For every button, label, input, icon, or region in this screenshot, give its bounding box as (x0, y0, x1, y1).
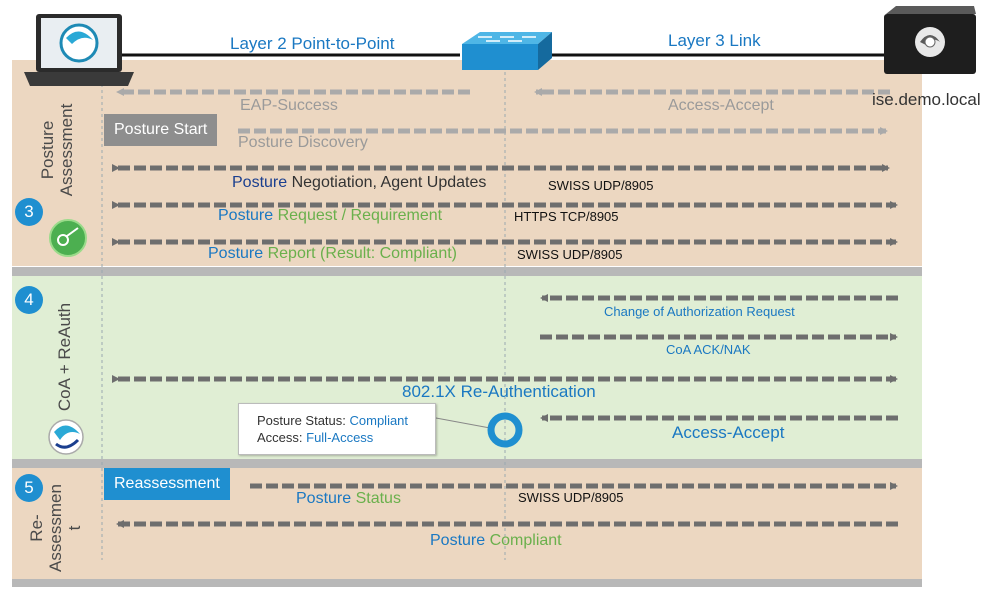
bottom-divider (12, 579, 922, 587)
report-label: Posture Report (Result: Compliant) (208, 245, 457, 262)
posture-start-button[interactable]: Posture Start (104, 114, 218, 146)
coa-request-label: Change of Authorization Request (604, 304, 795, 319)
posture-status-line: Posture Status: Compliant (257, 413, 409, 428)
posture-compliant-label: Posture Compliant (430, 532, 562, 549)
access-line: Access: Full-Access (257, 430, 374, 445)
request-label: Posture Request / Requirement (218, 207, 443, 224)
protocol-label: SWISS UDP/8905 (518, 490, 624, 505)
step-3-badge: 3 (15, 198, 43, 226)
protocol-label: SWISS UDP/8905 (548, 178, 654, 193)
posture-assessment-title: Posture Assessment (38, 103, 76, 197)
anyconnect-icon (48, 419, 84, 455)
laptop-icon (24, 14, 134, 86)
section-divider (12, 459, 922, 468)
layer3-label: Layer 3 Link (668, 31, 761, 50)
posture-status-callout: Posture Status: Compliant Access: Full-A… (238, 403, 436, 455)
step-4-badge: 4 (15, 286, 43, 314)
reauth-label: 802.1X Re-Authentication (402, 382, 596, 401)
protocol-label: SWISS UDP/8905 (517, 247, 623, 262)
layer2-label: Layer 2 Point-to-Point (230, 34, 395, 53)
access-accept-top-label: Access-Accept (668, 97, 774, 114)
reassessment-title: Re- Assessmen t (27, 484, 84, 572)
reassessment-button[interactable]: Reassessment (104, 468, 230, 500)
coa-ack-label: CoA ACK/NAK (666, 342, 751, 357)
server-hostname: ise.demo.local (872, 90, 981, 109)
ise-server-icon (884, 6, 976, 74)
status-connector (435, 417, 491, 429)
eap-success-label: EAP-Success (240, 97, 338, 114)
coa-reauth-title: CoA + ReAuth (55, 302, 74, 412)
session-ring-icon (487, 412, 523, 448)
posture-key-icon (49, 219, 87, 257)
step-5-badge: 5 (15, 474, 43, 502)
switch-icon (462, 32, 552, 70)
coa-reauth-band (12, 276, 922, 459)
posture-status-label: Posture Status (296, 490, 401, 507)
access-accept-mid-label: Access-Accept (672, 423, 785, 442)
posture-discovery-label: Posture Discovery (238, 134, 368, 151)
section-divider (12, 267, 922, 276)
protocol-label: HTTPS TCP/8905 (514, 209, 619, 224)
negotiation-label: Posture Negotiation, Agent Updates (232, 174, 487, 191)
